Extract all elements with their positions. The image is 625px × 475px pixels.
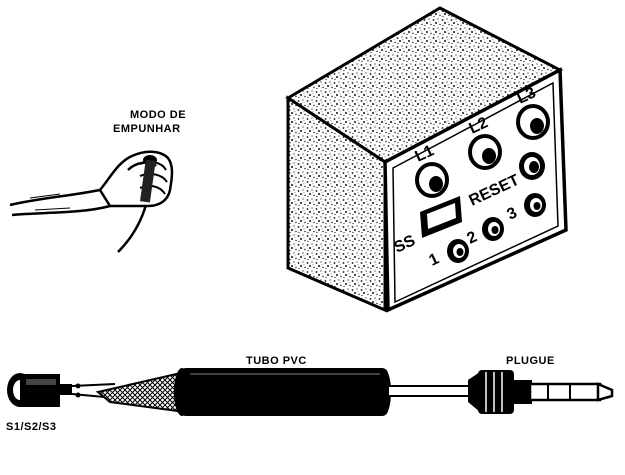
sensor-label: S1/S2/S3 — [6, 421, 56, 433]
hand-caption-line2: EMPUNHAR — [113, 123, 181, 135]
box-side-face — [286, 95, 387, 313]
hand-illustration — [9, 150, 174, 253]
braided-shield — [95, 370, 186, 414]
plug-label: PLUGUE — [506, 355, 555, 367]
lamp-l3 — [516, 104, 550, 140]
pvc-tube — [180, 368, 388, 416]
lamp-label-l3: L3 — [515, 84, 539, 107]
tube-label: TUBO PVC — [246, 355, 307, 367]
lamp-l2 — [468, 134, 502, 170]
sensor-head — [7, 373, 72, 407]
reset-button[interactable] — [519, 152, 545, 180]
plug — [468, 370, 614, 414]
lamp-label-l2: L2 — [467, 114, 491, 137]
probe-assembly — [7, 368, 614, 416]
button-2[interactable] — [482, 217, 504, 241]
lamp-l1 — [415, 162, 449, 198]
button-3[interactable] — [524, 193, 546, 217]
lamp-label-l1: L1 — [413, 142, 437, 165]
ss-switch[interactable] — [420, 196, 462, 238]
hand-caption-line1: MODO DE — [130, 109, 186, 121]
button-1[interactable] — [447, 239, 469, 263]
